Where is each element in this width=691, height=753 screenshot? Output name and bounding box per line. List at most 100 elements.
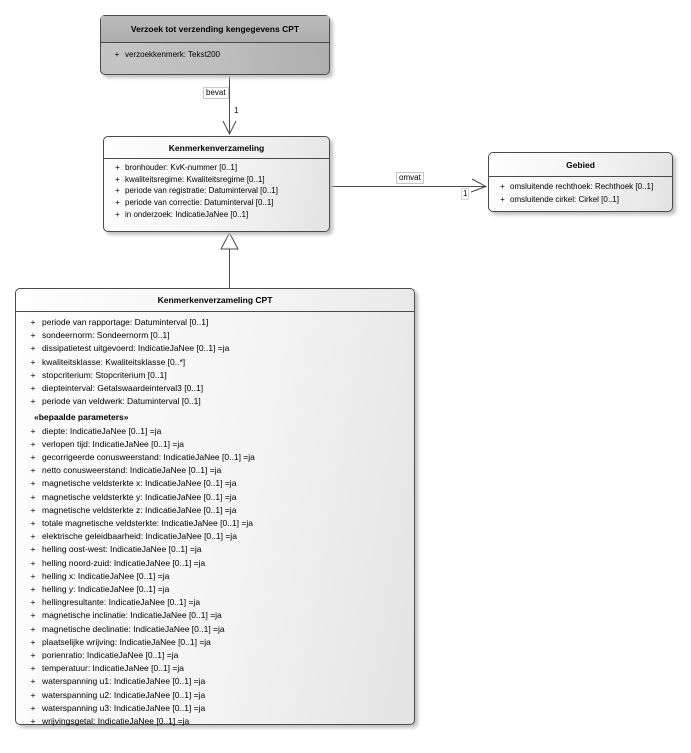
attribute-text: verlopen tijd: IndicatieJaNee [0..1] =ja: [42, 438, 184, 449]
attribute-text: periode van veldwerk: Datuminterval [0..…: [42, 396, 201, 407]
attribute-text: omsluitende rechthoek: Rechthoek [0..1]: [510, 182, 654, 191]
visibility-marker: +: [115, 186, 120, 196]
generalization: [220, 231, 239, 288]
attribute-text: gecorrigeerde conusweerstand: IndicatieJ…: [42, 452, 255, 463]
visibility-marker: +: [30, 676, 36, 687]
attribute-row: +waterspanning u3: IndicatieJaNee [0..1]…: [24, 702, 414, 715]
attribute-text: helling y: IndicatieJaNee [0..1] =ja: [42, 584, 170, 595]
visibility-marker: +: [30, 636, 36, 647]
attribute-row: +diepte: IndicatieJaNee [0..1] =ja: [24, 425, 414, 438]
class-title: Kenmerkenverzameling CPT: [157, 295, 273, 305]
visibility-marker: +: [30, 343, 36, 354]
attribute-row: + magnetische declinatie: IndicatieJaNee …: [24, 623, 414, 636]
visibility-marker: +: [30, 650, 36, 661]
visibility-marker: +: [30, 716, 36, 727]
attribute-row: +omsluitende rechthoek: Rechthoek [0..1]: [495, 180, 672, 193]
visibility-marker: +: [30, 597, 36, 608]
visibility-marker: +: [115, 163, 120, 172]
class-kenmerkenverzameling-cpt[interactable]: Kenmerkenverzameling CPT + periode van ra…: [15, 288, 415, 728]
visibility-marker: +: [30, 610, 36, 621]
attribute-text: waterspanning u1: IndicatieJaNee [0..1] …: [42, 676, 206, 687]
attribute-text: sondeernorm: Sondeernorm [0..1]: [42, 330, 170, 341]
attribute-row: + periode van registratie: Datuminterval …: [110, 185, 329, 197]
hollow-triangle-icon: [220, 231, 239, 250]
attribute-row: + sondeernorm: Sondeernorm [0..1]: [24, 329, 414, 342]
visibility-marker: +: [30, 544, 36, 555]
visibility-marker: +: [30, 584, 36, 595]
attribute-text: periode van registratie: Datuminterval […: [125, 186, 278, 196]
attribute-row: + magnetische veldsterkte y: IndicatieJaN…: [24, 491, 414, 504]
attribute-text: magnetische veldsterkte z: IndicatieJaNe…: [42, 504, 237, 515]
visibility-marker: +: [30, 317, 36, 327]
attribute-text: helling noord-zuid: IndicatieJaNee [0..1…: [42, 557, 206, 568]
open-arrowhead-right-icon: [470, 178, 488, 193]
attribute-row: +verzoekkenmerk: Tekst200: [109, 49, 329, 61]
visibility-marker: +: [30, 465, 36, 476]
attribute-text: magnetische veldsterkte y: IndicatieJaNe…: [42, 491, 237, 502]
attribute-row: + helling oost-west: IndicatieJaNee [0..1…: [24, 543, 414, 556]
attribute-row: + kwaliteitsregime: Kwaliteitsregime [0..…: [110, 174, 329, 186]
visibility-marker: +: [30, 491, 36, 502]
attribute-text: plaatselijke wrijving: IndicatieJaNee [0…: [42, 636, 211, 647]
attribute-text: magnetische veldsterkte x: IndicatieJaNe…: [42, 478, 237, 489]
class-title-bar: Kenmerkenverzameling CPT: [16, 289, 414, 312]
attribute-text: periode van correctie: Datuminterval [0.…: [125, 198, 274, 208]
attribute-text: verzoekkenmerk: Tekst200: [125, 50, 221, 59]
visibility-marker: +: [30, 438, 36, 449]
class-title: Gebied: [566, 159, 595, 170]
attribute-text: stopcriterium: Stopcriterium [0..1]: [42, 369, 167, 380]
attribute-row: +dissipatietest uitgevoerd: IndicatieJaN…: [24, 342, 414, 355]
bevat-target-multiplicity: 1: [233, 106, 240, 116]
attribute-text: netto conusweerstand: IndicatieJaNee [0.…: [42, 465, 222, 476]
attribute-row: +periode van correctie: Datuminterval [0…: [110, 197, 329, 209]
attribute-row: + helling y: IndicatieJaNee [0..1] =ja: [24, 583, 414, 596]
attribute-text: temperatuur: IndicatieJaNee [0..1] =ja: [42, 663, 184, 674]
attribute-row: +diepteinterval: Getalswaardeinterval3 […: [24, 382, 414, 395]
visibility-marker: +: [30, 702, 36, 713]
visibility-marker: +: [30, 504, 36, 515]
attribute-text: waterspanning u2: IndicatieJaNee [0..1] …: [42, 689, 206, 700]
class-verzoek-tot-verzending[interactable]: Verzoek tot verzending kengegevens CPT +…: [100, 15, 330, 75]
attribute-compartment: +verzoekkenmerk: Tekst200: [101, 43, 329, 61]
class-title-bar: Gebied: [489, 153, 672, 177]
attribute-text: kwaliteitsregime: Kwaliteitsregime [0..1…: [125, 174, 265, 184]
attribute-text: magnetische declinatie: IndicatieJaNee […: [42, 623, 225, 634]
bevat-association: [222, 75, 237, 136]
attribute-text: helling x: IndicatieJaNee [0..1] =ja: [42, 570, 170, 581]
attribute-text: diepte: IndicatieJaNee [0..1] =ja: [42, 425, 162, 436]
omvat-target-multiplicity: 1: [461, 188, 470, 200]
omvat-association-label[interactable]: omvat: [396, 172, 424, 184]
attribute-row: +magnetische veldsterkte x: IndicatieJaN…: [24, 477, 414, 490]
attribute-row: + magnetische inclinatie: IndicatieJaNee …: [24, 609, 414, 622]
attribute-row: +helling noord-zuid: IndicatieJaNee [0..…: [24, 557, 414, 570]
attribute-row: + gecorrigeerde conusweerstand: Indicatie…: [24, 451, 414, 464]
visibility-marker: +: [30, 623, 36, 634]
attribute-text: periode van rapportage: Datuminterval [0…: [42, 317, 209, 327]
attribute-row: + periode van rapportage: Datuminterval […: [24, 316, 414, 329]
attribute-row: + wrijvingsgetal: IndicatieJaNee [0..1] =…: [24, 715, 414, 728]
bevat-association-label[interactable]: bevat: [203, 87, 229, 99]
class-gebied[interactable]: Gebied +omsluitende rechthoek: Rechthoek…: [488, 152, 673, 212]
attribute-text: diepteinterval: Getalswaardeinterval3 [0…: [42, 383, 204, 394]
attribute-text: elektrische geleidbaarheid: IndicatieJaN…: [42, 531, 237, 542]
class-title-bar: Verzoek tot verzending kengegevens CPT: [101, 16, 329, 43]
class-kenmerkenverzameling[interactable]: Kenmerkenverzameling +bronhouder: KvK-nu…: [103, 136, 330, 232]
attribute-row: +temperatuur: IndicatieJaNee [0..1] =ja: [24, 662, 414, 675]
attribute-row: +omsluitende cirkel: Cirkel [0..1]: [495, 193, 672, 206]
visibility-marker: +: [30, 531, 36, 542]
attribute-text: magnetische inclinatie: IndicatieJaNee […: [42, 610, 222, 621]
attribute-text: helling oost-west: IndicatieJaNee [0..1]…: [42, 544, 202, 555]
attribute-row: + stopcriterium: Stopcriterium [0..1]: [24, 369, 414, 382]
visibility-marker: +: [30, 452, 36, 463]
class-title: Verzoek tot verzending kengegevens CPT: [130, 24, 300, 34]
attribute-row: +helling x: IndicatieJaNee [0..1] =ja: [24, 570, 414, 583]
attribute-row: +bronhouder: KvK-nummer [0..1]: [110, 162, 329, 174]
visibility-marker: +: [115, 174, 120, 184]
visibility-marker: +: [30, 330, 36, 341]
attribute-row: + waterspanning u1: IndicatieJaNee [0..1]…: [24, 675, 414, 688]
attribute-text: wrijvingsgetal: IndicatieJaNee [0..1] =j…: [42, 716, 190, 727]
attribute-row: + verlopen tijd: IndicatieJaNee [0..1] =j…: [24, 438, 414, 451]
stereotype-row: «bepaalde parameters»: [24, 411, 414, 424]
visibility-marker: +: [30, 369, 36, 380]
